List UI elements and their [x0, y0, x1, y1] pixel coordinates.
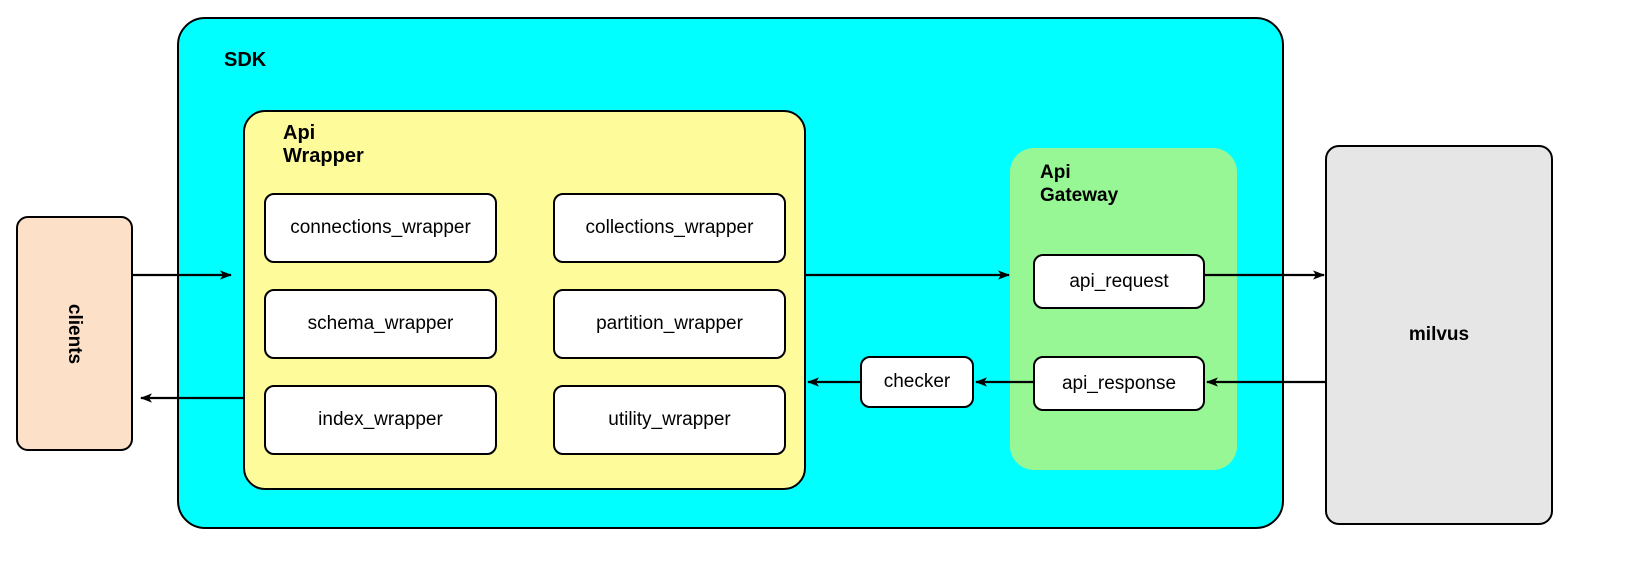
- api-gateway-container[interactable]: Api Gateway: [1010, 148, 1237, 470]
- clients-box[interactable]: clients: [16, 216, 133, 451]
- module-label: schema_wrapper: [307, 313, 454, 334]
- api-request-label: api_request: [1069, 270, 1169, 292]
- module-label: utility_wrapper: [608, 409, 731, 430]
- sdk-label: SDK: [224, 49, 267, 71]
- module-label: index_wrapper: [318, 409, 443, 430]
- checker-box[interactable]: checker: [860, 356, 974, 408]
- milvus-box[interactable]: milvus: [1325, 145, 1553, 525]
- module-label: partition_wrapper: [596, 313, 743, 334]
- checker-label: checker: [883, 371, 951, 392]
- module-connections-wrapper[interactable]: connections_wrapper: [264, 193, 497, 263]
- module-index-wrapper[interactable]: index_wrapper: [264, 385, 497, 455]
- milvus-label: milvus: [1408, 324, 1470, 345]
- module-label: connections_wrapper: [290, 217, 471, 238]
- module-label: collections_wrapper: [585, 217, 754, 238]
- clients-label: clients: [64, 303, 86, 364]
- api-wrapper-label: Api Wrapper: [283, 122, 364, 167]
- api-gateway-label: Api Gateway: [1040, 162, 1119, 206]
- module-partition-wrapper[interactable]: partition_wrapper: [553, 289, 786, 359]
- module-utility-wrapper[interactable]: utility_wrapper: [553, 385, 786, 455]
- api-request-box[interactable]: api_request: [1033, 254, 1205, 309]
- api-response-box[interactable]: api_response: [1033, 356, 1205, 411]
- module-schema-wrapper[interactable]: schema_wrapper: [264, 289, 497, 359]
- module-collections-wrapper[interactable]: collections_wrapper: [553, 193, 786, 263]
- api-response-label: api_response: [1061, 372, 1177, 394]
